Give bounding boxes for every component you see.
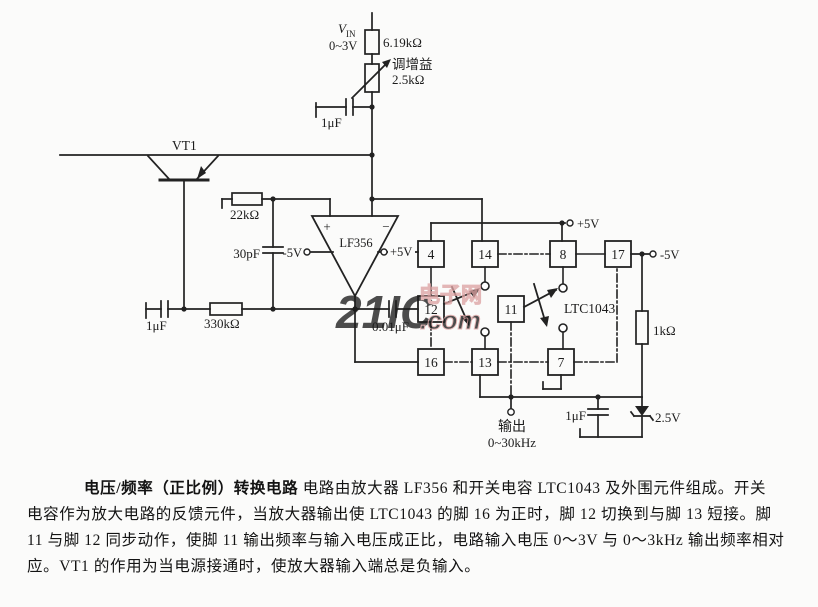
pot-value-label: 2.5kΩ (392, 72, 424, 87)
vin-label: V (338, 21, 348, 36)
neg5v-rail-label: -5V (660, 248, 679, 262)
vt1-label: VT1 (172, 138, 197, 153)
neg5v-terminal (303, 248, 311, 256)
caption-line-2: 电容作为放大电路的反馈元件，当放大器输出使 LTC1043 的脚 16 为正时，… (27, 506, 772, 523)
junction-dot (352, 306, 358, 312)
pot-arrowhead (382, 59, 391, 68)
caption-line-1: 电压/频率（正比例）转换电路 电路由放大器 LF356 和开关电容 LTC104… (27, 476, 799, 502)
output-range-label: 0~30kHz (488, 435, 536, 450)
watermark-site: 电子网 (419, 283, 482, 307)
resistor-330k-label: 330kΩ (204, 316, 240, 331)
resistor-22k-label: 22kΩ (230, 207, 259, 222)
contact-above-7 (558, 323, 568, 333)
pot-gain-label: 调增益 (392, 57, 433, 72)
vt1-emitter-arrowhead (197, 166, 206, 179)
cap-30pf-label: 30pF (233, 246, 260, 261)
watermark-domain: .com (420, 305, 481, 335)
junction-dot (270, 306, 276, 312)
opamp-triangle (310, 215, 400, 298)
caption-line-3: 11 与脚 12 同步动作，使脚 11 输出频率与输入电压成正比，电路输入电压 … (27, 532, 785, 549)
junction-dot (595, 394, 601, 400)
caption-line-4: 应。VT1 的作用为当电源接通时，使放大器输入端总是负输入。 (27, 558, 481, 575)
cap-1uf-top (315, 98, 373, 118)
pos5v-rail-label: +5V (577, 217, 599, 231)
label-backing (388, 243, 415, 257)
zener-cathode-bar (629, 410, 655, 422)
pos5v-rail-terminal (566, 219, 574, 227)
pin-12-label: 12 (424, 302, 438, 317)
contact-under-14 (480, 281, 490, 291)
pin-13-label: 13 (478, 355, 492, 370)
switch2-up-arrowhead (547, 288, 558, 298)
contact-above-13 (480, 327, 490, 337)
pin-16-label: 16 (424, 355, 438, 370)
junction-dot (369, 196, 375, 202)
output-label: 输出 (498, 419, 526, 435)
junction-dot (559, 220, 565, 226)
junction-dot (639, 251, 645, 257)
cap-1uf-left-label: 1μF (146, 318, 167, 333)
zener-label: 2.5V (655, 410, 681, 425)
junction-dot (508, 394, 514, 400)
ltc1043-pin-numbers: 4 14 8 17 12 11 16 13 7 (424, 247, 625, 370)
pin-8-label: 8 (560, 247, 567, 262)
switch1-down-arrowhead (462, 315, 470, 326)
cap-1uf-bottom-label: 1μF (565, 408, 586, 423)
resistor-6k19-symbol (364, 29, 380, 55)
caption-block: 电压/频率（正比例）转换电路 电路由放大器 LF356 和开关电容 LTC104… (27, 476, 799, 580)
junction-dot (181, 306, 187, 312)
resistor-330k-symbol (209, 302, 243, 316)
pin-7-label: 7 (558, 355, 565, 370)
opamp-minus-input: − (382, 219, 389, 234)
vin-range-label: 0~3V (329, 39, 357, 53)
cap-001uf-label: 0.01μF (372, 319, 409, 334)
resistor-1k-symbol (635, 310, 649, 345)
input-chain-wires (350, 12, 390, 200)
neg5v-rail-terminal (649, 250, 657, 258)
junction-dot (369, 152, 375, 158)
pin-4-label: 4 (428, 247, 435, 262)
output-terminal (507, 408, 515, 416)
pos5v-terminal (380, 248, 388, 256)
watermark: 21IC 电子网 .com (335, 283, 483, 339)
bottom-rail-wires (479, 374, 643, 438)
feedback-network-wires (145, 192, 483, 319)
right-side-wires (630, 253, 650, 398)
switch2-down-arrowhead (540, 316, 549, 327)
opamp-neg5v-label: -5V (283, 246, 302, 260)
resistor-1k-label: 1kΩ (653, 323, 676, 338)
pot-wiper-arrow (350, 60, 390, 100)
plus5v-rail (430, 222, 566, 242)
pin-14-label: 14 (478, 247, 492, 262)
resistor-22k-symbol (231, 192, 263, 206)
switch1-up-arrowhead (469, 288, 480, 298)
opamp-pos5v-label: +5V (390, 245, 412, 259)
opamp-plus-input: + (323, 219, 330, 234)
pin-11-label: 11 (505, 302, 518, 317)
vin-subscript: IN (346, 29, 356, 39)
caption-title: 电压/频率（正比例）转换电路 (84, 480, 299, 497)
opamp-name-label: LF356 (339, 236, 372, 250)
resistor-6k19-label: 6.19kΩ (383, 35, 422, 50)
cap-1uf-top-label: 1μF (321, 115, 342, 130)
caption-line-1-rest: 电路由放大器 LF356 和开关电容 LTC1043 及外围元件组成。开关 (298, 480, 767, 497)
watermark-brand: 21IC (335, 286, 434, 338)
junction-dot (270, 196, 276, 202)
junction-dot (369, 104, 375, 110)
circuit-schematic: V IN 0~3V 6.19kΩ 调增益 2.5kΩ 1μF VT1 (59, 12, 681, 450)
contact-under-8 (558, 283, 568, 293)
ltc1043-name-label: LTC1043 (564, 301, 616, 316)
pin-17-label: 17 (611, 247, 625, 262)
switch-contacts (480, 266, 568, 350)
ltc1043-internal-wires (430, 253, 618, 398)
zener-diode-symbol (635, 406, 649, 416)
